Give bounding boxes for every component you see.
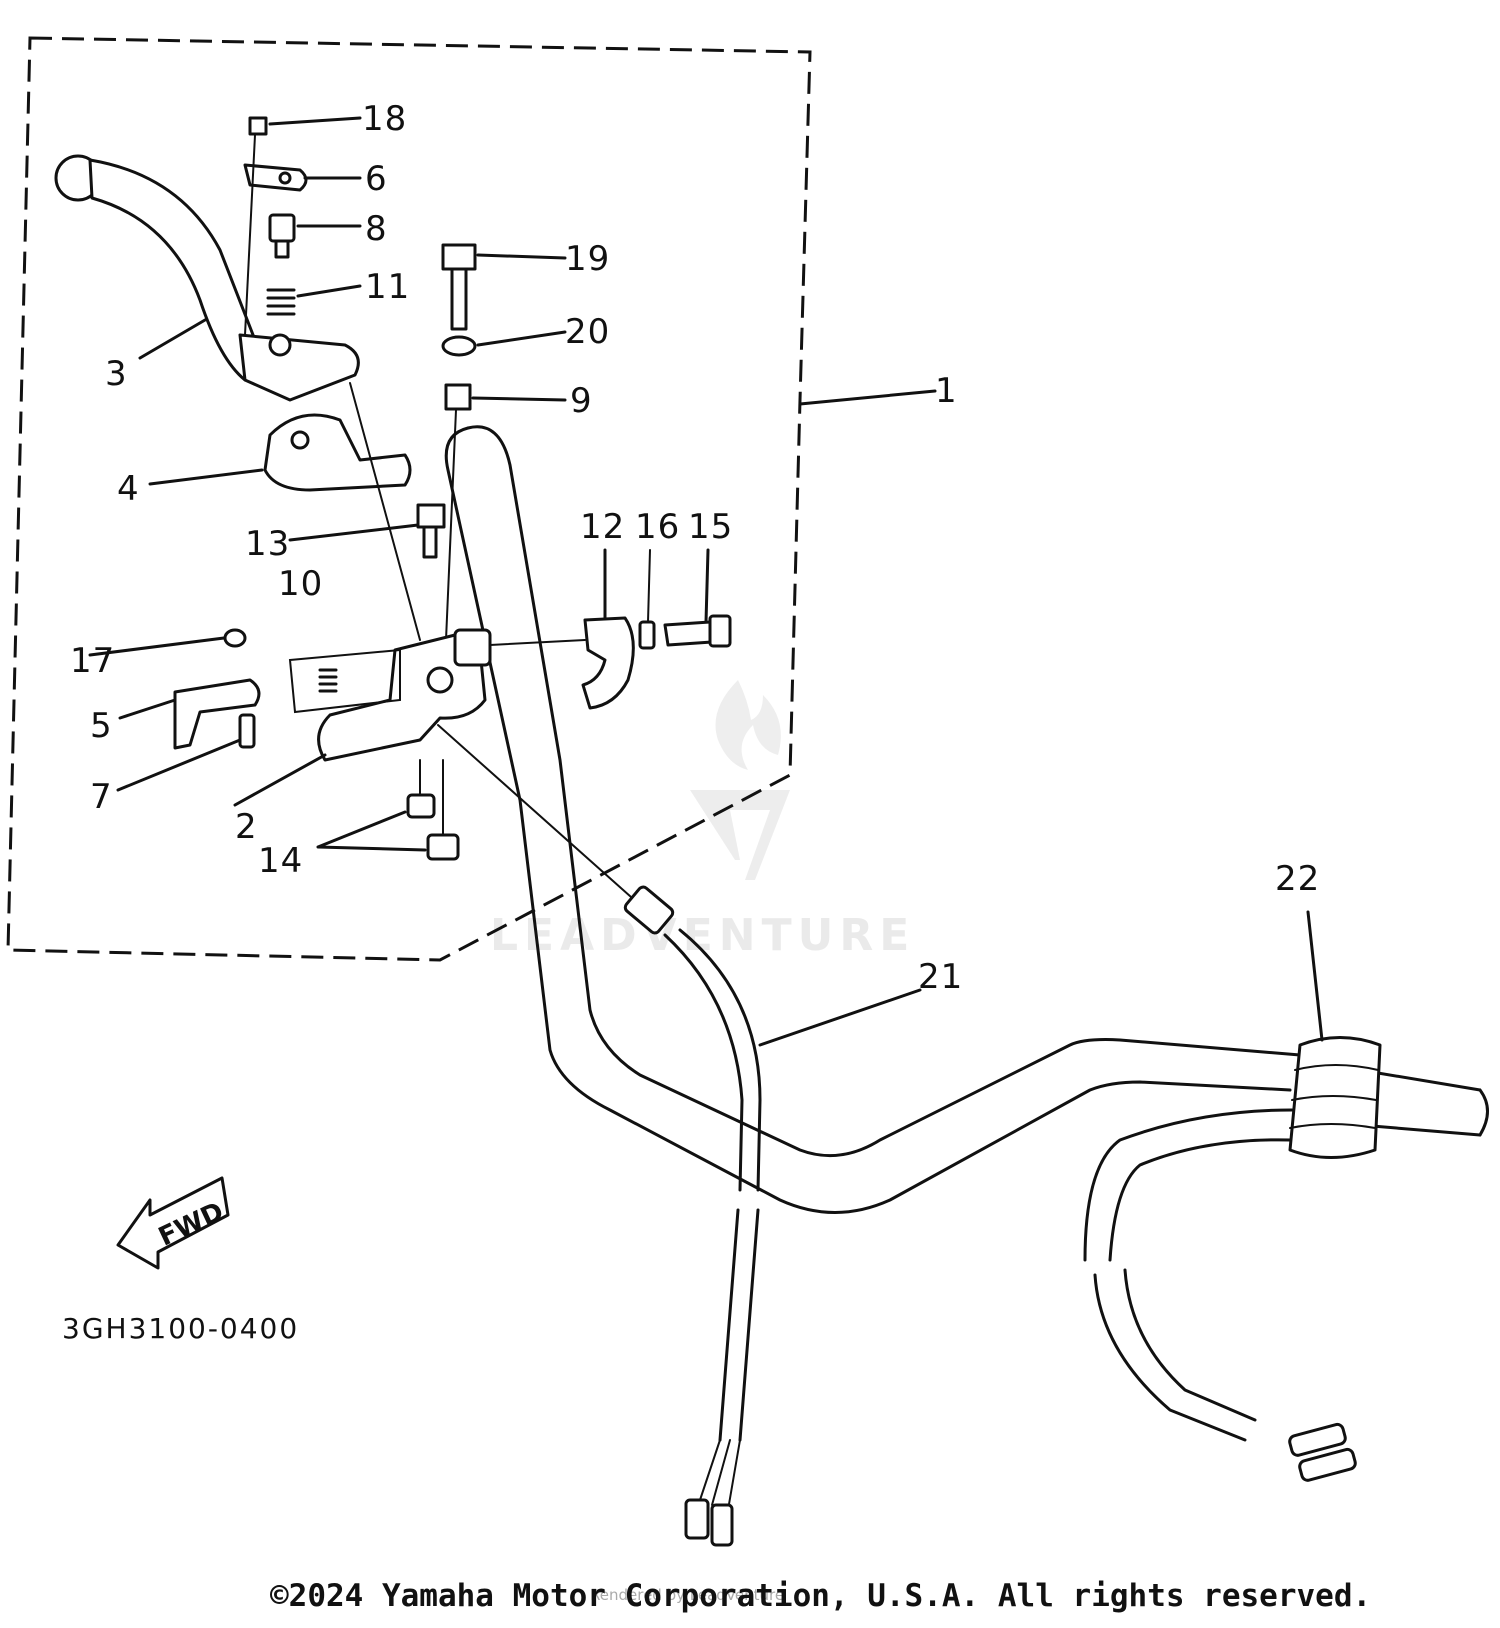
- leader-14: [316, 810, 427, 852]
- nut-9: [444, 383, 472, 411]
- flame-logo-icon: [715, 680, 781, 770]
- bolt-7: [238, 713, 256, 749]
- callout-14: 14: [258, 841, 303, 881]
- callout-19: 19: [565, 239, 610, 279]
- assembly-boundary: [6, 36, 812, 962]
- leader-18: [268, 116, 362, 126]
- plate-6: [243, 163, 308, 192]
- callout-6: 6: [365, 159, 388, 199]
- callout-18: 18: [362, 99, 407, 139]
- pin-8: [268, 213, 296, 259]
- leader-3: [138, 318, 207, 360]
- leader-4: [148, 468, 264, 486]
- washer-17: [223, 628, 247, 648]
- leader-5: [118, 698, 177, 720]
- leader-7: [116, 738, 242, 792]
- callout-17: 17: [70, 641, 115, 681]
- leader-15: [704, 548, 710, 624]
- leader-20: [476, 330, 567, 347]
- callout-3: 3: [105, 354, 128, 394]
- nuts-14: [406, 759, 460, 861]
- leader-1: [798, 389, 937, 406]
- watermark: LEADVENTURE: [490, 680, 915, 961]
- callout-5: 5: [90, 706, 113, 746]
- leader-21: [758, 988, 922, 1047]
- callout-12: 12: [580, 507, 625, 547]
- spring-11: [266, 288, 296, 316]
- callout-16: 16: [635, 507, 680, 547]
- leader-2: [233, 753, 327, 807]
- clamp-12: [581, 616, 635, 710]
- cable-21: [437, 724, 762, 1547]
- callout-13: 13: [245, 524, 290, 564]
- washer-16: [638, 620, 656, 650]
- callout-15: 15: [688, 507, 733, 547]
- watermark-rendered-by: Rendered by LeadVenture: [590, 1586, 785, 1604]
- handlebar-switch-22: [1083, 1036, 1382, 1482]
- lever-bracket: [238, 333, 360, 402]
- callout-10: 10: [278, 564, 323, 604]
- brake-lever-3: [54, 154, 257, 382]
- v-logo-icon: [690, 790, 790, 880]
- leader-9: [471, 396, 567, 402]
- callout-2: 2: [235, 807, 258, 847]
- forward-arrow-icon: FWD: [116, 1176, 230, 1270]
- callout-8: 8: [365, 209, 388, 249]
- bolt-18: [248, 116, 268, 136]
- screw-13: [416, 503, 446, 559]
- bolt-15: [663, 614, 732, 648]
- callout-7: 7: [90, 777, 113, 817]
- leader-17: [88, 636, 226, 657]
- callout-11: 11: [365, 267, 410, 307]
- leader-13: [288, 523, 420, 542]
- callout-20: 20: [565, 312, 610, 352]
- handlebar: [444, 425, 1489, 1214]
- callout-22: 22: [1275, 859, 1320, 899]
- copyright-footer: ©2024 Yamaha Motor Corporation, U.S.A. A…: [270, 1578, 1372, 1614]
- leader-22: [1306, 910, 1324, 1042]
- leader-11: [296, 284, 362, 298]
- callout-9: 9: [570, 381, 593, 421]
- callout-1: 1: [935, 371, 958, 411]
- bolt-19: [441, 243, 477, 331]
- washer-20: [441, 335, 477, 357]
- bracket-4: [263, 413, 412, 492]
- leader-19: [476, 253, 567, 260]
- bracket-5: [173, 678, 261, 750]
- diagram-code: 3GH3100-0400: [62, 1312, 299, 1345]
- watermark-brand: LEADVENTURE: [490, 910, 915, 961]
- callout-4: 4: [117, 469, 140, 509]
- callout-21: 21: [918, 957, 963, 997]
- spring-10: [318, 668, 338, 693]
- lever-holder-body: [288, 382, 492, 762]
- leader-16: [647, 549, 651, 623]
